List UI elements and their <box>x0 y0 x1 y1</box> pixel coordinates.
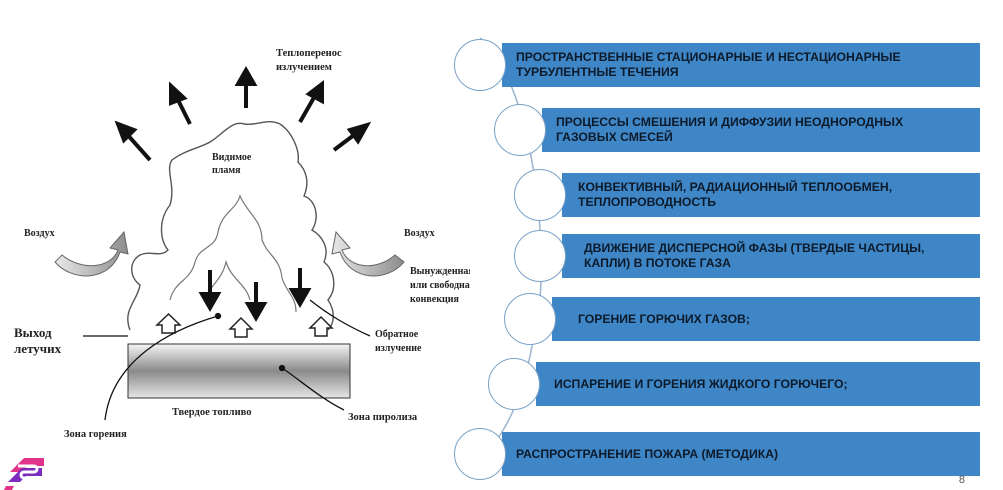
label-air-left: Воздух <box>24 228 55 239</box>
list-item: КОНВЕКТИВНЫЙ, РАДИАЦИОННЫЙ ТЕПЛООБМЕН, Т… <box>562 173 980 217</box>
solid-fuel-block <box>127 343 351 399</box>
list-item: ПРОЦЕССЫ СМЕШЕНИЯ И ДИФФУЗИИ НЕОДНОРОДНЫ… <box>542 108 980 152</box>
list-item-text: КОНВЕКТИВНЫЙ, РАДИАЦИОННЫЙ ТЕПЛООБМЕН, Т… <box>578 180 893 209</box>
list-item-bullet <box>514 169 566 221</box>
label-convection-2: или свободная <box>410 280 470 291</box>
label-volatiles-2: летучих <box>14 341 62 356</box>
list-item-bullet <box>454 39 506 91</box>
process-list: ПРОСТРАНСТВЕННЫЕ СТАЦИОНАРНЫЕ И НЕСТАЦИО… <box>440 30 1003 480</box>
list-item-text: ПРОСТРАНСТВЕННЫЕ СТАЦИОНАРНЫЕ И НЕСТАЦИО… <box>516 50 901 79</box>
list-item-text: ГОРЕНИЕ ГОРЮЧИХ ГАЗОВ; <box>578 311 750 326</box>
label-radiation-transfer-1: Теплоперенос <box>276 48 342 59</box>
label-visible-flame-1: Видимое <box>212 152 252 163</box>
label-back-radiation-2: излучение <box>375 343 422 354</box>
list-item: РАСПРОСТРАНЕНИЕ ПОЖАРА (МЕТОДИКА) <box>502 432 980 476</box>
label-radiation-transfer-2: излучением <box>276 62 332 73</box>
air-arrow-right <box>331 230 405 277</box>
label-solid-fuel: Твердое топливо <box>172 407 251 418</box>
list-item-text: РАСПРОСТРАНЕНИЕ ПОЖАРА (МЕТОДИКА) <box>516 446 779 461</box>
list-item: ДВИЖЕНИЕ ДИСПЕРСНОЙ ФАЗЫ (ТВЕРДЫЕ ЧАСТИЦ… <box>562 234 980 278</box>
list-item-bullet <box>494 104 546 156</box>
label-pyrolysis-zone: Зона пиролиза <box>348 412 418 423</box>
list-item-text: ИСПАРЕНИЕ И ГОРЕНИЯ ЖИДКОГО ГОРЮЧЕГО; <box>554 376 848 391</box>
leader-lines <box>83 299 371 421</box>
label-combustion-zone: Зона горения <box>64 429 127 440</box>
brand-logo-icon <box>4 458 44 490</box>
label-visible-flame-2: пламя <box>212 165 241 176</box>
page-number: 8 <box>958 474 965 486</box>
list-item-bullet <box>454 428 506 480</box>
label-convection-3: конвекция <box>410 294 460 305</box>
list-item-text: ДВИЖЕНИЕ ДИСПЕРСНОЙ ФАЗЫ (ТВЕРДЫЕ ЧАСТИЦ… <box>584 241 925 270</box>
list-item-bullet <box>514 230 566 282</box>
label-back-radiation-1: Обратное <box>375 329 419 340</box>
list-item-bullet <box>488 358 540 410</box>
air-arrow-left <box>54 230 129 277</box>
flame-inner <box>169 194 297 313</box>
list-item: ИСПАРЕНИЕ И ГОРЕНИЯ ЖИДКОГО ГОРЮЧЕГО; <box>536 362 980 406</box>
label-volatiles-1: Выход <box>14 325 52 340</box>
volatiles-arrows <box>155 312 334 338</box>
label-convection-1: Вынужденная <box>410 266 470 277</box>
combustion-diagram: Теплоперенос излучением Видимое пламя Во… <box>14 48 470 440</box>
list-item-bullet <box>504 293 556 345</box>
convection-arrows <box>198 268 312 323</box>
flame-outline <box>127 121 335 331</box>
label-air-right: Воздух <box>404 228 435 239</box>
list-item-text: ПРОЦЕССЫ СМЕШЕНИЯ И ДИФФУЗИИ НЕОДНОРОДНЫ… <box>556 115 904 144</box>
list-item: ГОРЕНИЕ ГОРЮЧИХ ГАЗОВ; <box>552 297 980 341</box>
list-item: ПРОСТРАНСТВЕННЫЕ СТАЦИОНАРНЫЕ И НЕСТАЦИО… <box>502 43 980 87</box>
radiation-arrows <box>114 65 372 162</box>
